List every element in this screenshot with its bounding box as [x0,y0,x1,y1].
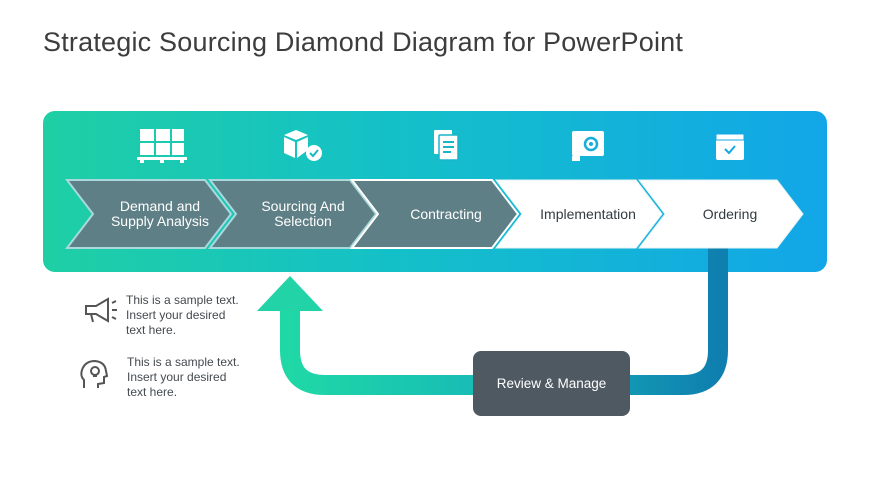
note-text-2: This is a sample text. Insert your desir… [127,355,240,400]
step-label-line: Selection [274,213,332,229]
chevron-ordering[interactable] [637,179,804,249]
package-icon [715,133,745,160]
review-manage-box[interactable]: Review & Manage [473,351,630,416]
note-line: Insert your desired [126,308,226,322]
step-label-line: Contracting [410,205,482,222]
step-label-line: Implementation [540,205,636,222]
step-label-ordering: Ordering [665,180,795,248]
slide-title: Strategic Sourcing Diamond Diagram for P… [43,27,684,57]
megaphone-icon [85,297,117,323]
step-label-line: Supply Analysis [110,213,210,229]
chevron-contracting[interactable] [349,179,520,249]
box-check-icon [284,130,322,161]
review-manage-label: Review & Manage [496,376,607,391]
step-label-contracting: Contracting [380,180,512,248]
step-label-implementation: Implementation [522,180,654,248]
process-chevrons [64,179,804,249]
note-text-1: This is a sample text. Insert your desir… [126,293,239,338]
step-label-line: Demand and [119,198,201,214]
document-icon [434,130,459,161]
note-line: This is a sample text. [127,355,240,369]
step-label-line: Sourcing And [261,198,345,214]
step-label-line: Ordering [702,205,758,222]
note-line: Insert your desired [127,370,227,384]
note-line: text here. [126,323,177,337]
chevron-sourcing[interactable] [207,179,378,249]
blueprint-gear-icon [572,131,604,161]
pallet-boxes-icon [137,129,187,163]
note-line: This is a sample text. [126,293,239,307]
step-label-sourcing: Sourcing And Selection [238,180,368,248]
feedback-arrowhead [257,276,323,311]
chevron-implementation[interactable] [494,179,663,249]
step-label-demand-supply: Demand and Supply Analysis [95,180,225,248]
note-line: text here. [127,385,178,399]
head-lightbulb-icon [80,359,109,388]
chevron-demand-supply[interactable] [64,179,233,249]
